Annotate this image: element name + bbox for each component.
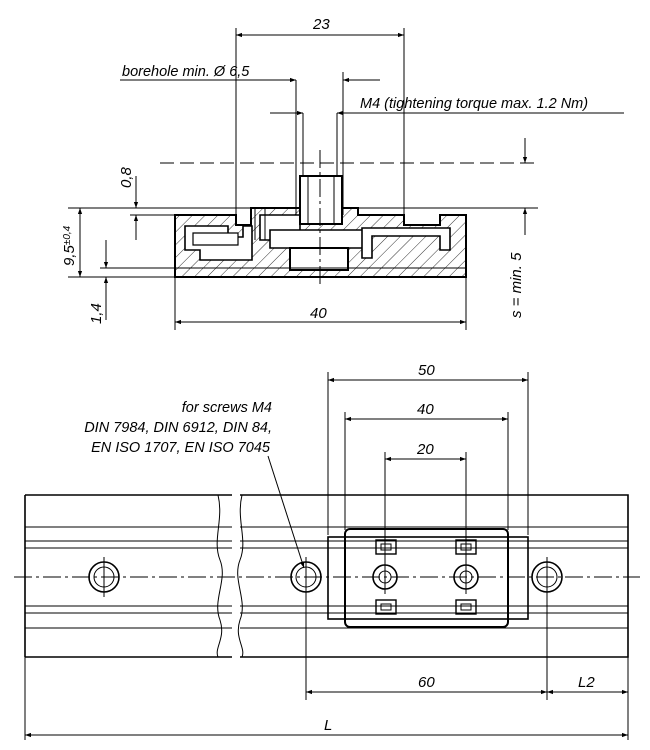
dim-40-top: 40 <box>174 277 467 330</box>
plan-view: 50 40 20 for screws M4 DIN 7984, DIN 691… <box>14 362 640 740</box>
screws-annotation: for screws M4 DIN 7984, DIN 6912, DIN 84… <box>84 400 305 569</box>
dim-L2: L2 <box>547 657 629 740</box>
rail-hole-3 <box>531 557 563 597</box>
dim-9-5: 9,5±0,4 <box>61 208 178 278</box>
m4-label: M4 (tightening torque max. 1.2 Nm) <box>360 96 588 112</box>
dim-L2-label: L2 <box>578 674 595 691</box>
dim-50-label: 50 <box>418 362 435 379</box>
m4-annotation: M4 (tightening torque max. 1.2 Nm) <box>270 96 624 215</box>
dim-50: 50 <box>327 362 529 535</box>
screws-line1: for screws M4 <box>182 400 272 416</box>
dim-40-top-label: 40 <box>310 305 327 322</box>
rail-right <box>237 494 629 658</box>
dim-L-label: L <box>324 717 332 734</box>
carriage <box>327 528 529 628</box>
dim-20: 20 <box>384 441 467 578</box>
dim-40: 40 <box>344 401 509 530</box>
dim-1-4: 1,4 <box>88 240 178 324</box>
screws-line3: EN ISO 1707, EN ISO 7045 <box>91 440 271 456</box>
dim-60-label: 60 <box>418 674 435 691</box>
screws-line2: DIN 7984, DIN 6912, DIN 84, <box>84 420 272 436</box>
dim-60: 60 <box>305 597 548 700</box>
rail-hole-1 <box>88 557 120 597</box>
borehole-label: borehole min. Ø 6,5 <box>122 64 250 80</box>
dim-0-8-label: 0,8 <box>118 166 135 188</box>
dim-s-label: s = min. 5 <box>508 252 525 318</box>
part-cross-section <box>174 150 467 285</box>
rail-left <box>24 494 232 658</box>
dim-20-label: 20 <box>416 441 434 458</box>
dim-1-4-label: 1,4 <box>88 303 105 324</box>
borehole-annotation: borehole min. Ø 6,5 <box>120 64 380 215</box>
dim-40-label: 40 <box>417 401 434 418</box>
dim-23: 23 <box>235 16 405 215</box>
dim-L: L <box>24 657 628 740</box>
dim-23-label: 23 <box>312 16 330 33</box>
dim-9-5-label: 9,5±0,4 <box>61 225 78 266</box>
section-view: 23 borehole min. Ø 6,5 M4 (tightening to… <box>61 16 624 330</box>
rail-hole-2 <box>290 557 322 597</box>
dim-s: s = min. 5 <box>508 138 528 318</box>
